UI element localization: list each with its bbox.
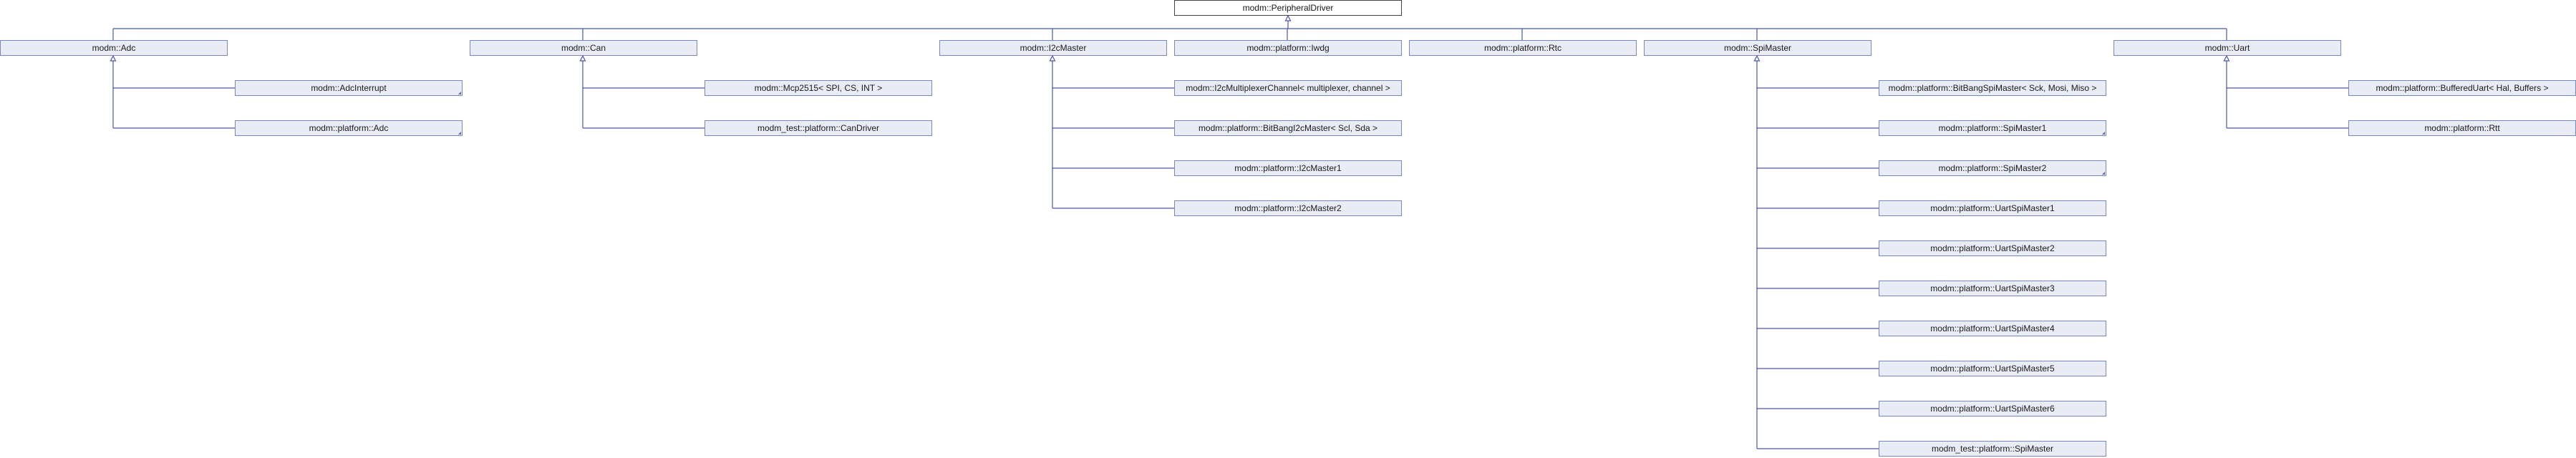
class-node-modm-platform-adc[interactable]: modm::platform::Adc [235,120,463,136]
root-class-node-label: modm::PeripheralDriver [1242,3,1334,13]
class-node-modm-platform-uartspimaster2-label: modm::platform::UartSpiMaster2 [1930,243,2055,253]
inheritance-arrow-modm-uart [2223,54,2230,62]
inheritance-arrow-modm-adc [110,54,117,62]
class-node-modm-i2cmaster-label: modm::I2cMaster [1020,43,1087,53]
inheritance-arrow-modm-i2cmaster [1049,54,1056,62]
class-node-modm-adcinterrupt-label: modm::AdcInterrupt [311,83,387,93]
class-node-modm-platform-rtt-label: modm::platform::Rtt [2424,123,2500,133]
more-children-corner-icon [458,92,461,94]
class-node-modm-spimaster[interactable]: modm::SpiMaster [1644,40,1872,56]
class-node-modm-platform-i2cmaster2[interactable]: modm::platform::I2cMaster2 [1174,200,1402,216]
inheritance-arrow-modm-can [579,54,586,62]
more-children-corner-icon [2102,172,2105,175]
class-node-modm-uart[interactable]: modm::Uart [2113,40,2341,56]
class-node-modm-platform-iwdg[interactable]: modm::platform::Iwdg [1174,40,1402,56]
class-node-modm-platform-buffereduart-hal-buffers-label: modm::platform::BufferedUart< Hal, Buffe… [2376,83,2549,93]
class-node-modm-platform-bitbangi2cmaster-scl-sda[interactable]: modm::platform::BitBangI2cMaster< Scl, S… [1174,120,1402,136]
class-node-modm-platform-buffereduart-hal-buffers[interactable]: modm::platform::BufferedUart< Hal, Buffe… [2348,80,2576,96]
class-node-modm-i2cmaster[interactable]: modm::I2cMaster [939,40,1167,56]
class-node-modm-platform-uartspimaster1-label: modm::platform::UartSpiMaster1 [1930,203,2055,213]
class-node-modm-can-label: modm::Can [561,43,606,53]
class-node-modm-adcinterrupt[interactable]: modm::AdcInterrupt [235,80,463,96]
class-node-modm-mcp2515-spi-cs-int-label: modm::Mcp2515< SPI, CS, INT > [754,83,883,93]
class-node-modm-platform-uartspimaster4-label: modm::platform::UartSpiMaster4 [1930,323,2055,333]
class-node-modm-test-platform-spimaster-label: modm_test::platform::SpiMaster [1931,444,2054,454]
class-node-modm-test-platform-candriver[interactable]: modm_test::platform::CanDriver [704,120,932,136]
root-inheritance-arrow [1284,14,1292,21]
class-node-modm-platform-uartspimaster4[interactable]: modm::platform::UartSpiMaster4 [1879,321,2106,336]
more-children-corner-icon [458,132,461,135]
class-node-modm-adc[interactable]: modm::Adc [0,40,228,56]
class-node-modm-platform-bitbangspimaster-sck-mosi-miso[interactable]: modm::platform::BitBangSpiMaster< Sck, M… [1879,80,2106,96]
inheritance-arrow-modm-spimaster [1753,54,1761,62]
class-node-modm-platform-spimaster1[interactable]: modm::platform::SpiMaster1 [1879,120,2106,136]
class-node-modm-platform-spimaster2-label: modm::platform::SpiMaster2 [1938,163,2047,173]
class-node-modm-platform-uartspimaster6-label: modm::platform::UartSpiMaster6 [1930,404,2055,414]
class-node-modm-platform-adc-label: modm::platform::Adc [309,123,389,133]
class-node-modm-platform-uartspimaster5-label: modm::platform::UartSpiMaster5 [1930,364,2055,374]
class-node-modm-test-platform-candriver-label: modm_test::platform::CanDriver [757,123,880,133]
class-node-modm-uart-label: modm::Uart [2204,43,2250,53]
class-node-modm-platform-rtc-label: modm::platform::Rtc [1483,43,1562,53]
root-class-node[interactable]: modm::PeripheralDriver [1174,0,1402,16]
class-node-modm-i2cmultiplexerchannel-multiplexer-channel-label: modm::I2cMultiplexerChannel< multiplexer… [1186,83,1390,93]
class-node-modm-mcp2515-spi-cs-int[interactable]: modm::Mcp2515< SPI, CS, INT > [704,80,932,96]
class-node-modm-platform-uartspimaster5[interactable]: modm::platform::UartSpiMaster5 [1879,361,2106,376]
class-node-modm-platform-spimaster1-label: modm::platform::SpiMaster1 [1938,123,2047,133]
class-node-modm-platform-rtc[interactable]: modm::platform::Rtc [1409,40,1637,56]
class-node-modm-platform-i2cmaster1[interactable]: modm::platform::I2cMaster1 [1174,160,1402,176]
class-node-modm-adc-label: modm::Adc [92,43,136,53]
class-node-modm-platform-iwdg-label: modm::platform::Iwdg [1246,43,1330,53]
class-node-modm-spimaster-label: modm::SpiMaster [1723,43,1792,53]
class-node-modm-platform-spimaster2[interactable]: modm::platform::SpiMaster2 [1879,160,2106,176]
class-node-modm-platform-bitbangi2cmaster-scl-sda-label: modm::platform::BitBangI2cMaster< Scl, S… [1198,123,1378,133]
class-node-modm-platform-i2cmaster1-label: modm::platform::I2cMaster1 [1234,163,1342,173]
class-node-modm-platform-uartspimaster3[interactable]: modm::platform::UartSpiMaster3 [1879,281,2106,296]
class-node-modm-platform-bitbangspimaster-sck-mosi-miso-label: modm::platform::BitBangSpiMaster< Sck, M… [1888,83,2097,93]
class-node-modm-platform-uartspimaster6[interactable]: modm::platform::UartSpiMaster6 [1879,401,2106,416]
class-node-modm-platform-uartspimaster2[interactable]: modm::platform::UartSpiMaster2 [1879,240,2106,256]
class-node-modm-platform-i2cmaster2-label: modm::platform::I2cMaster2 [1234,203,1342,213]
class-node-modm-test-platform-spimaster[interactable]: modm_test::platform::SpiMaster [1879,441,2106,457]
class-node-modm-platform-rtt[interactable]: modm::platform::Rtt [2348,120,2576,136]
class-node-modm-platform-uartspimaster3-label: modm::platform::UartSpiMaster3 [1930,283,2055,293]
class-node-modm-can[interactable]: modm::Can [470,40,697,56]
more-children-corner-icon [2102,132,2105,135]
class-node-modm-i2cmultiplexerchannel-multiplexer-channel[interactable]: modm::I2cMultiplexerChannel< multiplexer… [1174,80,1402,96]
class-node-modm-platform-uartspimaster1[interactable]: modm::platform::UartSpiMaster1 [1879,200,2106,216]
